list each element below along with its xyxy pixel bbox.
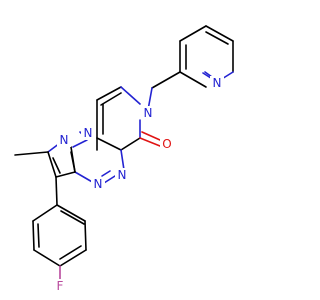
molecule-structure: N N O N N N N F <box>14 25 234 293</box>
pyridine-ring <box>179 25 234 88</box>
fluorine: F <box>53 279 67 293</box>
pyrazole-nitrogen-1: N <box>81 126 95 140</box>
svg-text:F: F <box>57 279 64 293</box>
molecule-canvas: N N O N N N N F <box>14 25 234 293</box>
carbonyl-oxygen: O <box>160 137 174 151</box>
pyridine-nitrogen: N <box>210 76 224 90</box>
atom-labels: N N O N N N N F <box>53 76 224 293</box>
fluorophenyl-ring <box>32 176 87 284</box>
pyrazole-nitrogen-2: N <box>57 133 71 147</box>
svg-text:O: O <box>162 137 171 151</box>
lactam-nitrogen: N <box>141 106 155 120</box>
svg-text:N: N <box>94 177 103 191</box>
svg-text:N: N <box>144 106 153 120</box>
svg-text:N: N <box>60 133 69 147</box>
triazine-nitrogen-a: N <box>115 168 129 182</box>
carbonyl-group <box>139 131 161 147</box>
triazine-nitrogen-b: N <box>91 177 105 191</box>
svg-text:N: N <box>118 168 127 182</box>
svg-text:N: N <box>213 76 222 90</box>
methyl-group <box>14 151 49 156</box>
svg-text:N: N <box>84 126 93 140</box>
methylene-linker <box>147 71 181 111</box>
pyridinone-ring <box>96 86 141 151</box>
